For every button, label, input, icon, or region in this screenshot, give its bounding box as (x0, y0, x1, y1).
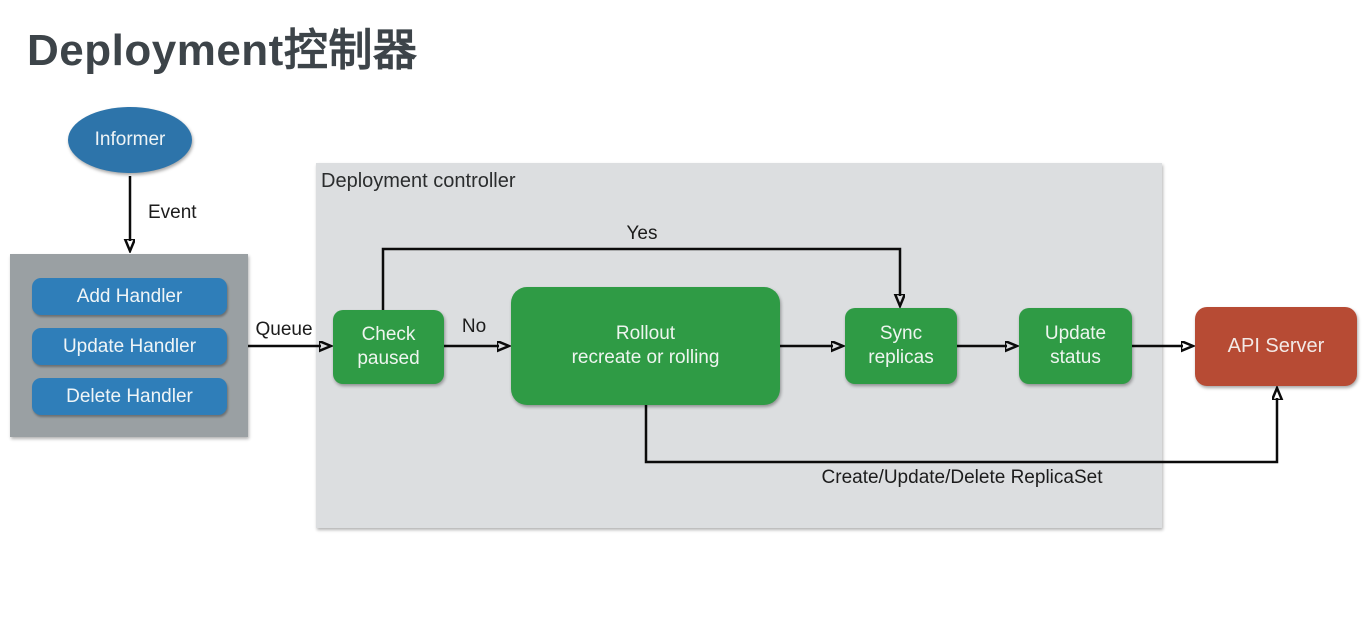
node-update-status-line1: Update (1044, 323, 1107, 345)
node-check-paused-line2: paused (357, 348, 420, 369)
node-rollout: Rollout recreate or rolling (511, 287, 780, 405)
node-update-status-line2: status (1050, 347, 1101, 368)
edge-yes (381, 247, 900, 311)
node-delete-handler: Delete Handler (32, 378, 227, 415)
node-sync-replicas: Sync replicas (845, 308, 957, 384)
edge-label-replicaset: Create/Update/Delete ReplicaSet (821, 467, 1103, 488)
edge-label-no: No (461, 316, 487, 337)
node-informer: Informer (68, 107, 192, 173)
node-add-handler-label: Add Handler (76, 285, 183, 307)
edge-label-event: Event (148, 202, 197, 223)
node-api-server: API Server (1195, 307, 1357, 386)
handlers-container: Add Handler Update Handler Delete Handle… (10, 254, 248, 437)
node-delete-handler-label: Delete Handler (66, 385, 193, 407)
node-update-status: Update status (1019, 308, 1132, 384)
node-check-paused-line1: Check (361, 324, 416, 346)
page-title: Deployment控制器 (27, 26, 418, 75)
node-update-handler: Update Handler (32, 328, 227, 365)
node-update-handler-label: Update Handler (62, 335, 197, 357)
node-sync-replicas-line1: Sync (879, 323, 923, 345)
node-add-handler: Add Handler (32, 278, 227, 315)
deployment-controller-title: Deployment controller (321, 170, 516, 192)
edge-label-queue: Queue (255, 319, 313, 340)
node-rollout-line2: recreate or rolling (571, 347, 720, 368)
node-informer-label: Informer (94, 129, 166, 150)
node-check-paused: Check paused (333, 310, 444, 384)
node-sync-replicas-line2: replicas (868, 347, 934, 368)
edge-replicaset (644, 398, 1277, 464)
edge-label-yes: Yes (626, 223, 658, 244)
node-rollout-line1: Rollout (615, 323, 676, 345)
node-api-server-label: API Server (1227, 335, 1325, 357)
